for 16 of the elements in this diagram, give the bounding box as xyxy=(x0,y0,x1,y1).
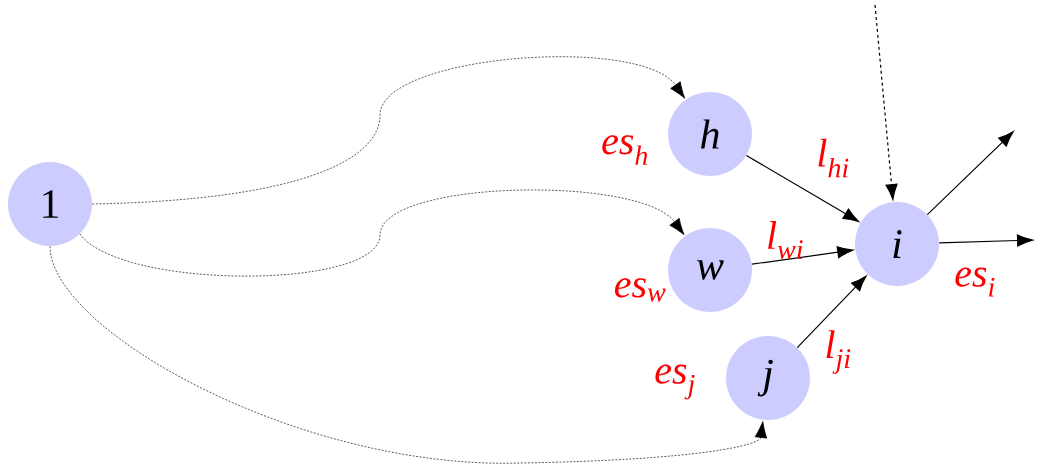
arrow xyxy=(796,275,867,349)
arrow xyxy=(91,56,686,205)
edge-label: l$_{hi}$ xyxy=(818,138,849,178)
node-annotation: es$_{j}$ xyxy=(655,364,695,400)
edge-label: l$_{wi}$ xyxy=(768,221,803,259)
edge-label: l$_{ji}$ xyxy=(826,330,851,374)
arrow xyxy=(926,131,1014,216)
arrow xyxy=(938,234,1034,247)
node-annotation: es$_{h}$ xyxy=(602,135,648,165)
node-annotation: es$_{w}$ xyxy=(615,278,666,302)
arrow xyxy=(49,245,768,464)
arrow xyxy=(874,4,898,201)
arrow xyxy=(79,189,685,277)
arrow xyxy=(751,246,854,265)
arrow xyxy=(745,154,859,222)
node-annotation: es$_{i}$ xyxy=(955,267,995,297)
